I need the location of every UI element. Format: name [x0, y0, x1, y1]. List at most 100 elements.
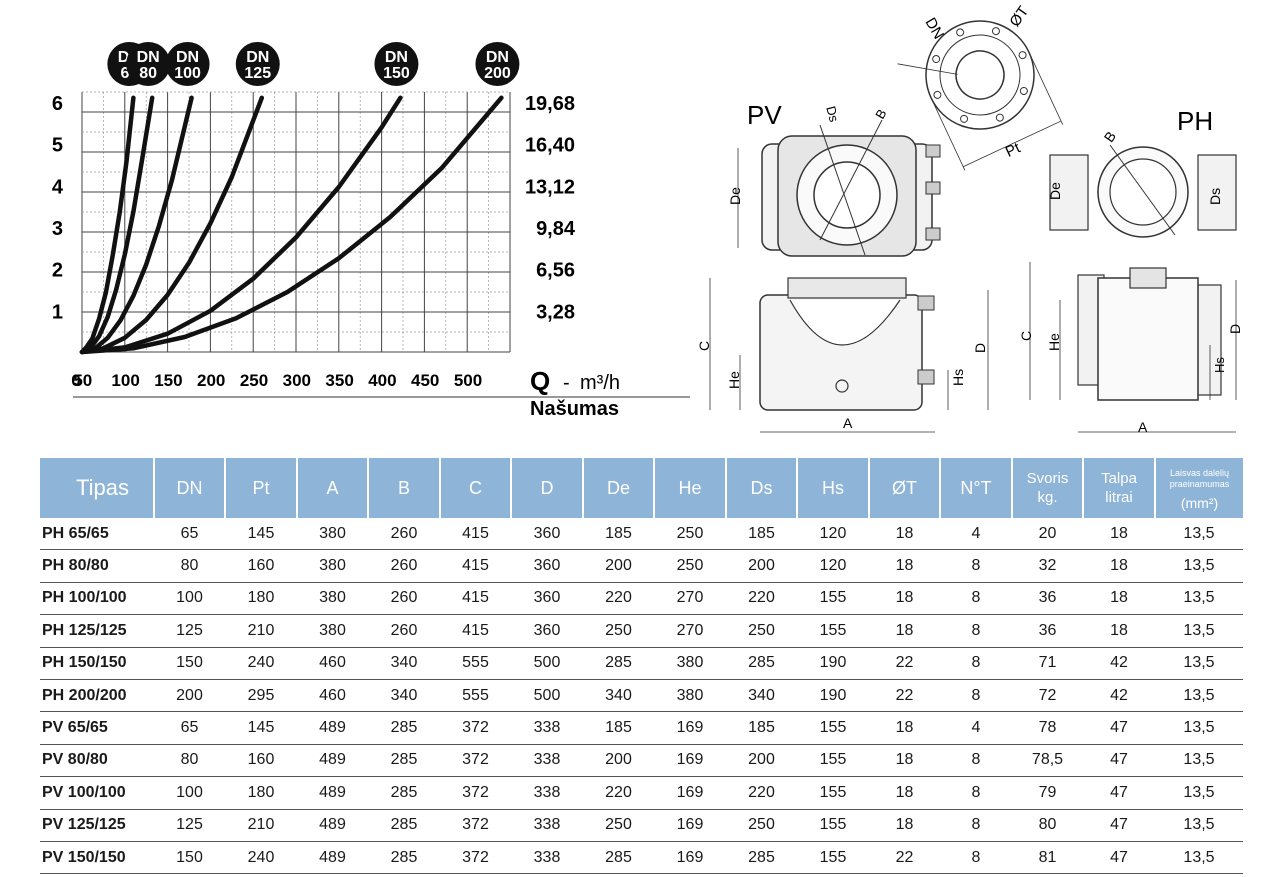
dn-badge-circle — [374, 42, 419, 86]
header-a: A — [297, 458, 369, 518]
table-cell: 8 — [940, 647, 1012, 680]
table-cell: 18 — [1083, 614, 1155, 648]
table-cell: 220 — [726, 776, 797, 810]
table-cell: 250 — [726, 614, 797, 648]
table-cell: 18 — [1083, 518, 1155, 551]
header-svoris-line1: Svoris — [1026, 470, 1069, 487]
table-cell: 285 — [368, 744, 440, 778]
table-cell: 13,5 — [1155, 549, 1243, 583]
x-tick: 500 — [454, 371, 482, 390]
header-d: D — [511, 458, 584, 518]
dn-badge-circle — [475, 42, 520, 86]
x-axis-dash: - — [563, 372, 570, 394]
table-cell-tipas: PV 65/65 — [40, 711, 154, 745]
table-cell: 42 — [1083, 679, 1155, 713]
table-cell: 160 — [225, 744, 297, 778]
table-cell: 185 — [583, 711, 654, 745]
table-cell-tipas: PH 200/200 — [40, 679, 154, 713]
table-cell: 185 — [583, 518, 654, 551]
y-tick-right: 9,84 — [536, 218, 576, 240]
table-cell: 260 — [368, 614, 440, 648]
table-cell: 120 — [797, 549, 869, 583]
table-cell: 8 — [940, 679, 1012, 713]
table-cell: 145 — [225, 518, 297, 551]
table-cell-tipas: PH 80/80 — [40, 549, 154, 583]
table-cell: 489 — [297, 841, 368, 875]
table-cell: 18 — [1083, 582, 1155, 616]
header-de: De — [583, 458, 655, 518]
table-cell: 80 — [1012, 809, 1083, 842]
table-cell: 372 — [440, 809, 511, 842]
y-tick-right: 3,28 — [536, 301, 575, 323]
table-cell: 47 — [1083, 776, 1155, 810]
table-cell: 338 — [511, 744, 583, 778]
table-cell: 47 — [1083, 711, 1155, 745]
table-cell: 155 — [797, 809, 869, 842]
table-cell: 489 — [297, 711, 368, 745]
table-cell: 180 — [225, 582, 297, 616]
table-cell: 155 — [797, 582, 869, 616]
header-svoris-line2: kg. — [1037, 489, 1058, 506]
series-line-65 — [79, 95, 136, 355]
table-header-row: Tipas DN Pt A B C D De He Ds Hs ØT N°T S… — [40, 458, 1243, 518]
table-cell: 285 — [368, 841, 440, 875]
table-cell: 340 — [368, 679, 440, 713]
table-cell: 200 — [583, 744, 654, 778]
table-cell: 72 — [1012, 679, 1083, 713]
table-cell: 180 — [225, 776, 297, 810]
header-ot: ØT — [869, 458, 941, 518]
x-tick: 350 — [325, 371, 353, 390]
x-tick: 250 — [240, 371, 268, 390]
table-cell: 250 — [654, 518, 726, 551]
dim-ds-ph: Ds — [1207, 188, 1223, 205]
header-dn: DN — [154, 458, 226, 518]
table-cell: 285 — [583, 841, 654, 875]
table-cell: 380 — [297, 582, 368, 616]
x-axis-label: m³/h — [580, 372, 620, 394]
y-tick-right: 16,40 — [525, 135, 575, 157]
dn-badge-label-bottom: 150 — [383, 65, 410, 82]
table-cell: 8 — [940, 549, 1012, 583]
table-cell: 150 — [154, 841, 225, 875]
table-cell: 380 — [297, 549, 368, 583]
table-cell: 220 — [583, 776, 654, 810]
table-cell: 415 — [440, 582, 511, 616]
table-cell: 80 — [154, 744, 225, 778]
dn-badge-circle — [126, 42, 171, 86]
chart-grid — [81, 91, 511, 353]
table-cell: 210 — [225, 809, 297, 842]
dn-badge-label-top: DN — [176, 49, 199, 66]
dn-badge-circle — [165, 42, 210, 86]
table-cell: 81 — [1012, 841, 1083, 875]
dim-b-pv: B — [872, 106, 889, 121]
table-cell: 555 — [440, 647, 511, 680]
table-cell: 415 — [440, 549, 511, 583]
table-cell: 78 — [1012, 711, 1083, 745]
table-cell: 340 — [726, 679, 797, 713]
table-cell: 360 — [511, 518, 583, 551]
table-cell-tipas: PH 150/150 — [40, 647, 154, 680]
table-cell: 270 — [654, 614, 726, 648]
x-axis-caption: Našumas — [530, 398, 619, 420]
table-cell: 200 — [726, 549, 797, 583]
table-cell: 338 — [511, 809, 583, 842]
header-he: He — [654, 458, 727, 518]
dn-badge-label-bottom: 125 — [244, 65, 271, 82]
table-cell: 260 — [368, 582, 440, 616]
table-cell-tipas: PH 100/100 — [40, 582, 154, 616]
table-cell: 100 — [154, 776, 225, 810]
table-cell: 240 — [225, 841, 297, 875]
x-tick: 0 — [71, 371, 80, 390]
x-tick: 150 — [154, 371, 182, 390]
table-cell: 18 — [869, 809, 940, 842]
header-laisvas-unit: (mm²) — [1180, 494, 1219, 511]
y-tick-right: 6,56 — [536, 260, 575, 282]
table-cell: 13,5 — [1155, 518, 1243, 551]
table-cell: 372 — [440, 776, 511, 810]
table-cell: 8 — [940, 776, 1012, 810]
series-line-150 — [79, 95, 403, 355]
